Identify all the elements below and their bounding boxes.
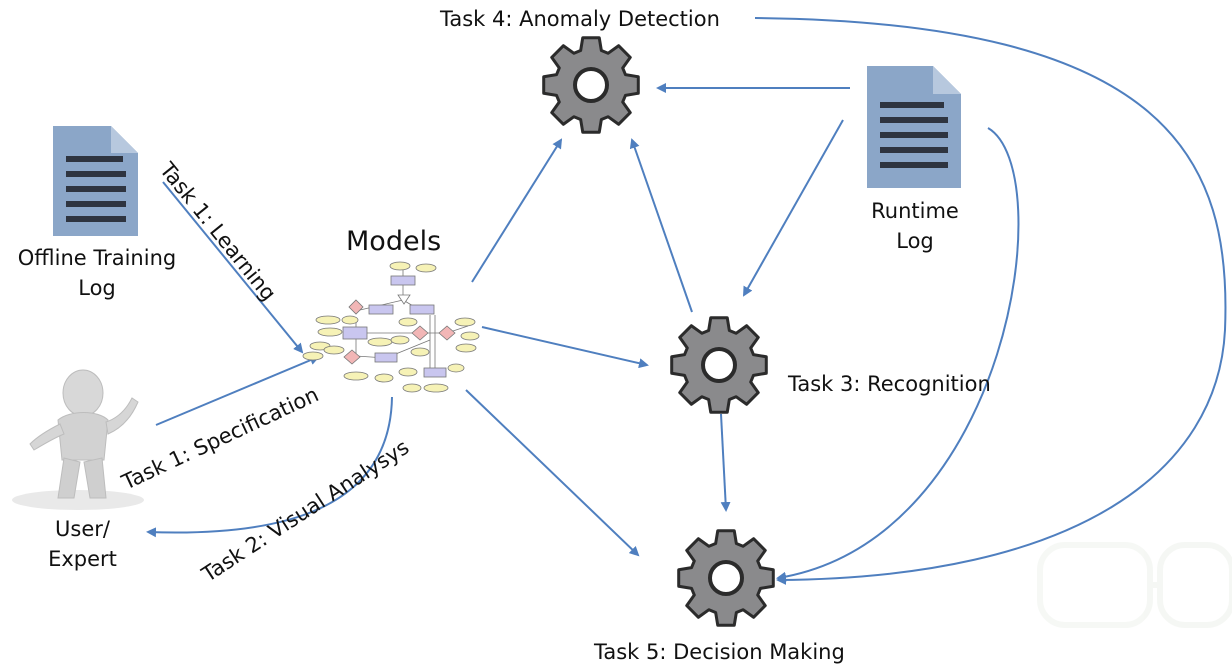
background-watermark [1037,542,1232,628]
user-expert-text: User/ Expert [48,517,117,571]
task3-gear-icon [670,316,768,414]
runtime-log-text: Runtime Log [871,199,959,253]
gear-hole [701,347,737,383]
gear-hole [573,67,609,103]
models-er-diagram-icon [302,261,480,393]
task3-label: Task 3: Recognition [788,372,991,396]
arrow-models-to-task3 [481,326,649,369]
arrow-models-to-task5 [465,389,640,557]
task4-gear-icon [542,36,640,134]
offline-training-log-text: Offline Training Log [17,246,177,300]
runtime-log-document-icon [867,66,961,188]
task4-label: Task 4: Anomaly Detection [440,7,720,31]
runtime-log-label: Runtime Log [856,196,974,256]
arrow-user-to-models [155,355,320,426]
arrow-offline-to-models [162,181,304,354]
arrow-task3-to-task5 [720,413,731,512]
models-label: Models [346,226,442,257]
gear-hole [708,560,744,596]
user-figure-icon [12,369,144,510]
arrow-runtime-to-task5 [776,127,1020,582]
offline-log-document-icon [53,126,138,236]
arrow-models-to-user [146,396,393,538]
arrow-models-to-task4 [471,138,563,283]
arrows [146,17,1227,585]
arrow-task3-to-task4 [629,138,693,313]
task5-gear-icon [677,529,775,627]
arrow-runtime-to-task3 [743,119,844,297]
offline-training-log-label: Offline Training Log [2,243,192,303]
user-expert-label: User/ Expert [30,514,135,574]
arrow-task4-to-task5 [754,17,1227,585]
task5-label: Task 5: Decision Making [594,640,845,664]
